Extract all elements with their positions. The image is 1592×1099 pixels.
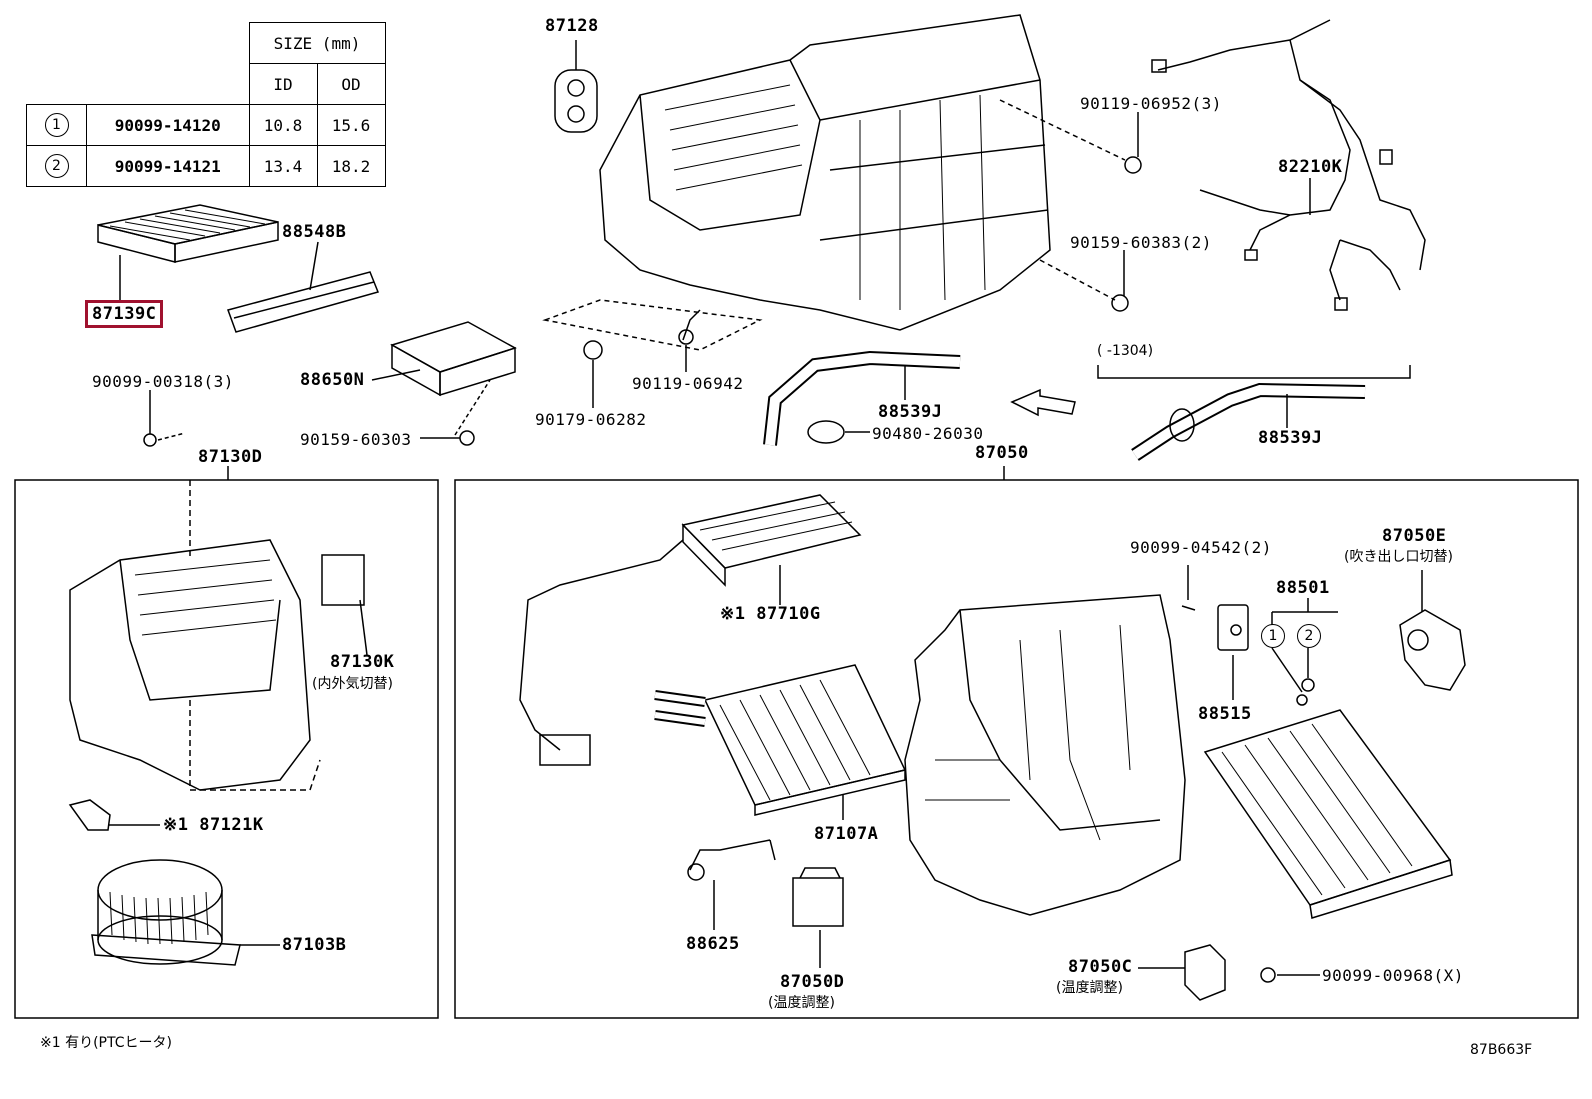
label-90179-06282[interactable]: 90179-06282 xyxy=(535,410,647,429)
main-unit-top-drawing xyxy=(542,14,1126,351)
label-90119-06942[interactable]: 90119-06942 xyxy=(632,374,744,393)
panel-88548b-drawing xyxy=(227,241,380,333)
mark-2: 2 xyxy=(44,154,69,178)
label-87050[interactable]: 87050 xyxy=(975,443,1029,463)
footnote: ※1 有り(PTCヒータ) xyxy=(40,1035,172,1051)
label-87050e-desc: (吹き出し口切替) xyxy=(1344,549,1453,565)
evaporator-88501-drawing xyxy=(1203,598,1453,919)
label-90099-00318[interactable]: 90099-00318(3) xyxy=(92,372,234,391)
label-90159-60303[interactable]: 90159-60303 xyxy=(300,430,412,449)
label-87103b[interactable]: 87103B xyxy=(282,935,347,955)
actuator-87050e-drawing xyxy=(1399,570,1466,691)
label-87050c-desc: (温度調整) xyxy=(1056,980,1123,996)
label-87710g[interactable]: ※1 87710G xyxy=(720,604,821,624)
mark-2-callout: 2 xyxy=(1297,624,1321,648)
label-88625[interactable]: 88625 xyxy=(686,934,740,954)
label-88548b[interactable]: 88548B xyxy=(282,222,347,242)
label-90119-06952[interactable]: 90119-06952(3) xyxy=(1080,94,1222,113)
actuator-87050d-drawing xyxy=(792,867,844,968)
part-number-cell[interactable]: 90099-14120 xyxy=(86,104,250,146)
actuator-87050c-drawing xyxy=(1138,944,1226,1001)
seal-87128-drawing xyxy=(554,40,598,133)
direction-arrow xyxy=(1010,388,1076,417)
label-87050d-desc: (温度調整) xyxy=(768,995,835,1011)
sensor-88625-drawing xyxy=(687,839,776,930)
blower-case-87130d-drawing xyxy=(69,480,368,791)
col-id-header: ID xyxy=(248,63,318,105)
label-87050d[interactable]: 87050D xyxy=(780,972,845,992)
frame-87130d xyxy=(14,479,439,1019)
wire-harness-82210k-drawing xyxy=(1151,19,1426,311)
drawing-code: 87B663F xyxy=(1470,1042,1533,1058)
label-90480-26030[interactable]: 90480-26030 xyxy=(872,424,984,443)
label-87130d[interactable]: 87130D xyxy=(198,447,263,467)
label-88515[interactable]: 88515 xyxy=(1198,704,1252,724)
heater-core-87107a-drawing xyxy=(654,664,907,820)
label-87130k[interactable]: 87130K xyxy=(330,652,395,672)
label-90099-00968[interactable]: 90099-00968(X) xyxy=(1322,966,1464,985)
label-87128[interactable]: 87128 xyxy=(545,16,599,36)
label-90099-04542[interactable]: 90099-04542(2) xyxy=(1130,538,1272,557)
hose-88539j-left-drawing xyxy=(763,350,961,446)
label-87130k-desc: (内外気切替) xyxy=(312,676,393,692)
label-88650n[interactable]: 88650N xyxy=(300,370,365,390)
mark-1-callout: 1 xyxy=(1261,624,1285,648)
label-87139c[interactable]: 87139C xyxy=(85,300,164,328)
od-value: 15.6 xyxy=(316,104,386,146)
hose-88539j-right-drawing xyxy=(1131,382,1366,461)
label-88539j-right[interactable]: 88539J xyxy=(1258,428,1323,448)
label-88539j-left[interactable]: 88539J xyxy=(878,402,943,422)
size-table: SIZE (mm) ID OD 1 90099-14120 10.8 15.6 … xyxy=(26,22,386,187)
main-unit-lower-drawing xyxy=(904,594,1186,916)
blower-motor-87103b-drawing xyxy=(91,859,280,966)
resistor-87121k-drawing xyxy=(68,799,160,831)
label-87121k[interactable]: ※1 87121K xyxy=(163,815,264,835)
table-row: 1 90099-14120 10.8 15.6 xyxy=(26,104,386,146)
label-90159-60383[interactable]: 90159-60383(2) xyxy=(1070,233,1212,252)
table-row: 2 90099-14121 13.4 18.2 xyxy=(26,145,386,187)
label-87050e[interactable]: 87050E xyxy=(1382,526,1447,546)
module-88650n-drawing xyxy=(371,321,517,436)
cabin-filter-drawing xyxy=(97,204,279,300)
label-87050c[interactable]: 87050C xyxy=(1068,957,1133,977)
expansion-valve-88515-drawing xyxy=(1181,565,1249,700)
col-od-header: OD xyxy=(316,63,386,105)
grommet-90179 xyxy=(583,340,603,360)
id-value: 13.4 xyxy=(248,145,318,187)
frame-87050 xyxy=(454,479,1579,1019)
ptc-heater-87710g-drawing xyxy=(519,494,862,766)
id-value: 10.8 xyxy=(248,104,318,146)
part-number-cell[interactable]: 90099-14121 xyxy=(86,145,250,187)
range-note: ( -1304) xyxy=(1097,343,1154,359)
label-88501[interactable]: 88501 xyxy=(1276,578,1330,598)
mark-1: 1 xyxy=(44,113,69,137)
size-table-header: SIZE (mm) xyxy=(248,22,386,64)
label-82210k[interactable]: 82210K xyxy=(1278,157,1343,177)
label-87107a[interactable]: 87107A xyxy=(814,824,879,844)
od-value: 18.2 xyxy=(316,145,386,187)
